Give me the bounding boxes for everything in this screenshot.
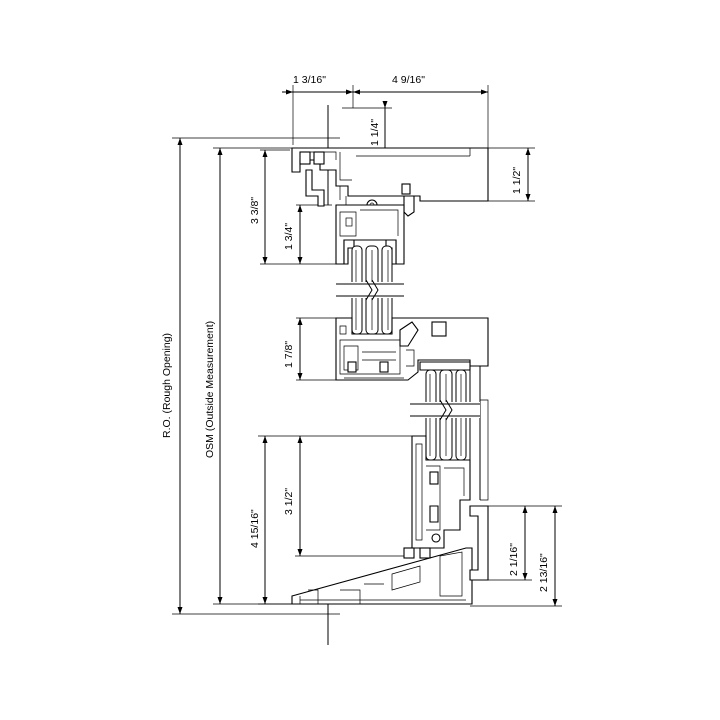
top-dimension-group: 1 3/16" 4 9/16" (282, 74, 489, 148)
sill-profile (291, 505, 489, 605)
dim-sill-outer: 2 13/16" (538, 553, 550, 592)
lower-glass (410, 361, 489, 501)
overall-dimension-group: R.O. (Rough Opening) OSM (Outside Measur… (161, 137, 340, 615)
right-dimension-group: 1 1/4" 1 1/2" 2 1/16" 2 13/16" (342, 101, 562, 607)
dim-upper-sash-rail: 1 3/4" (283, 223, 295, 250)
dim-lower-sash: 3 1/2" (283, 488, 295, 515)
dim-meeting-rail: 1 7/8" (283, 341, 295, 368)
dim-top-left-width: 1 3/16" (293, 74, 326, 86)
dim-head-offset: 1 1/4" (369, 119, 381, 146)
dim-head-height: 1 1/2" (511, 167, 523, 194)
dim-sill-total: 4 15/16" (249, 509, 261, 548)
dim-top-right-width: 4 9/16" (392, 74, 425, 86)
lower-sash-profile (411, 435, 471, 549)
meeting-rail-profile (335, 317, 489, 381)
upper-glass (336, 245, 404, 335)
dim-rough-opening: R.O. (Rough Opening) (161, 333, 173, 438)
dim-outside-measurement: OSM (Outside Measurement) (204, 321, 216, 458)
dim-upper-sash-height: 3 3/8" (249, 197, 261, 224)
dim-sill-inner: 2 1/16" (508, 543, 520, 576)
